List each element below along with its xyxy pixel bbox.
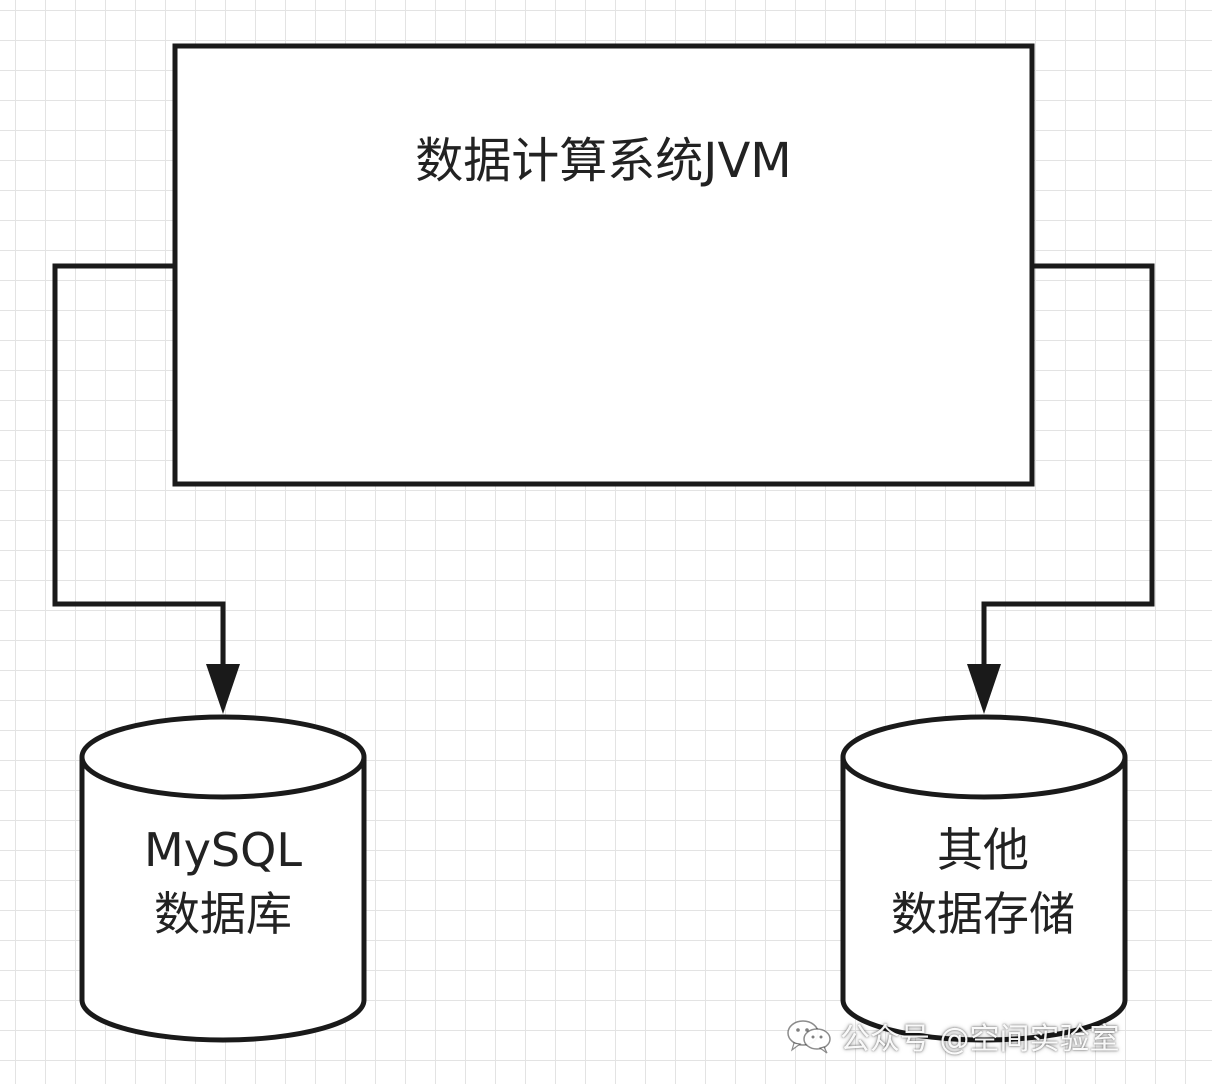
database-label-other-line1: 其他 <box>937 823 1029 877</box>
system-box[interactable] <box>172 43 1035 487</box>
database-label-other-line2: 数据存储 <box>891 887 1075 941</box>
database-cylinder-mysql[interactable] <box>79 714 367 1043</box>
database-label-mysql-line1: MySQL <box>144 823 302 877</box>
database-label-mysql: MySQL 数据库 <box>82 818 364 946</box>
arrowhead-left <box>206 664 240 714</box>
arrowhead-right <box>967 664 1001 714</box>
cylinder-body-left <box>79 757 367 1043</box>
system-box-label: 数据计算系统JVM <box>415 133 792 189</box>
cylinder-body-right <box>840 757 1128 1043</box>
connector-left[interactable] <box>52 263 226 668</box>
watermark: 公众号 @空间实验室 <box>786 1012 1120 1060</box>
cylinder-top-left <box>79 714 367 800</box>
cylinder-top-right <box>840 714 1128 800</box>
watermark-text: 公众号 @空间实验室 <box>840 1022 1120 1057</box>
database-cylinder-other[interactable] <box>840 714 1128 1043</box>
database-label-other: 其他 数据存储 <box>842 818 1124 946</box>
database-label-mysql-line2: 数据库 <box>154 887 292 941</box>
wechat-icon <box>786 1017 832 1055</box>
connector-right[interactable] <box>981 263 1155 668</box>
